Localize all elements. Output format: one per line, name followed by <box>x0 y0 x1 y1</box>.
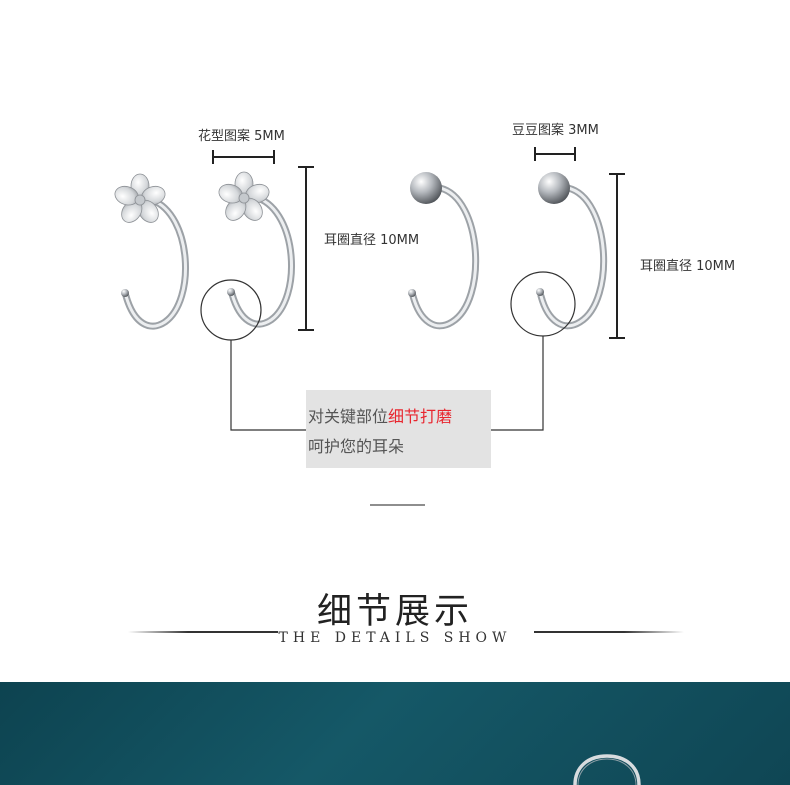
flower-width-dimension <box>212 150 275 164</box>
note-line-2: 呵护您的耳朵 <box>308 437 405 456</box>
polish-note: 对关键部位细节打磨 呵护您的耳朵 <box>306 390 491 468</box>
short-divider <box>370 504 425 506</box>
bead-earring-left <box>408 172 480 330</box>
product-photo-band <box>0 682 790 785</box>
bead-size-label: 豆豆图案 3MM <box>512 123 599 138</box>
note-highlight: 细节打磨 <box>388 407 453 426</box>
note-line-1: 对关键部位细节打磨 <box>308 403 452 427</box>
hoop-photo <box>573 754 641 785</box>
flower-earring-left <box>114 173 189 330</box>
callout-line-right <box>491 336 544 431</box>
callout-line-left <box>230 340 306 431</box>
hoop-diameter-label-left: 耳圈直径 10MM <box>324 233 420 248</box>
section-subtitle: THE DETAILS SHOW <box>278 630 512 646</box>
flower-size-label: 花型图案 5MM <box>198 129 285 144</box>
note-prefix: 对关键部位 <box>308 407 389 426</box>
earring-illustration <box>114 147 625 431</box>
flower-earring-right <box>218 171 295 328</box>
hoop-height-dimension-left <box>298 166 314 331</box>
title-rule-left <box>128 631 278 633</box>
title-rule-right <box>534 631 684 633</box>
bead-earring-right <box>536 172 608 330</box>
hoop-height-dimension-right <box>609 173 625 339</box>
bead-width-dimension <box>534 147 576 161</box>
section-title: 细节展示 <box>316 592 473 632</box>
hoop-diameter-label-right: 耳圈直径 10MM <box>640 259 736 274</box>
